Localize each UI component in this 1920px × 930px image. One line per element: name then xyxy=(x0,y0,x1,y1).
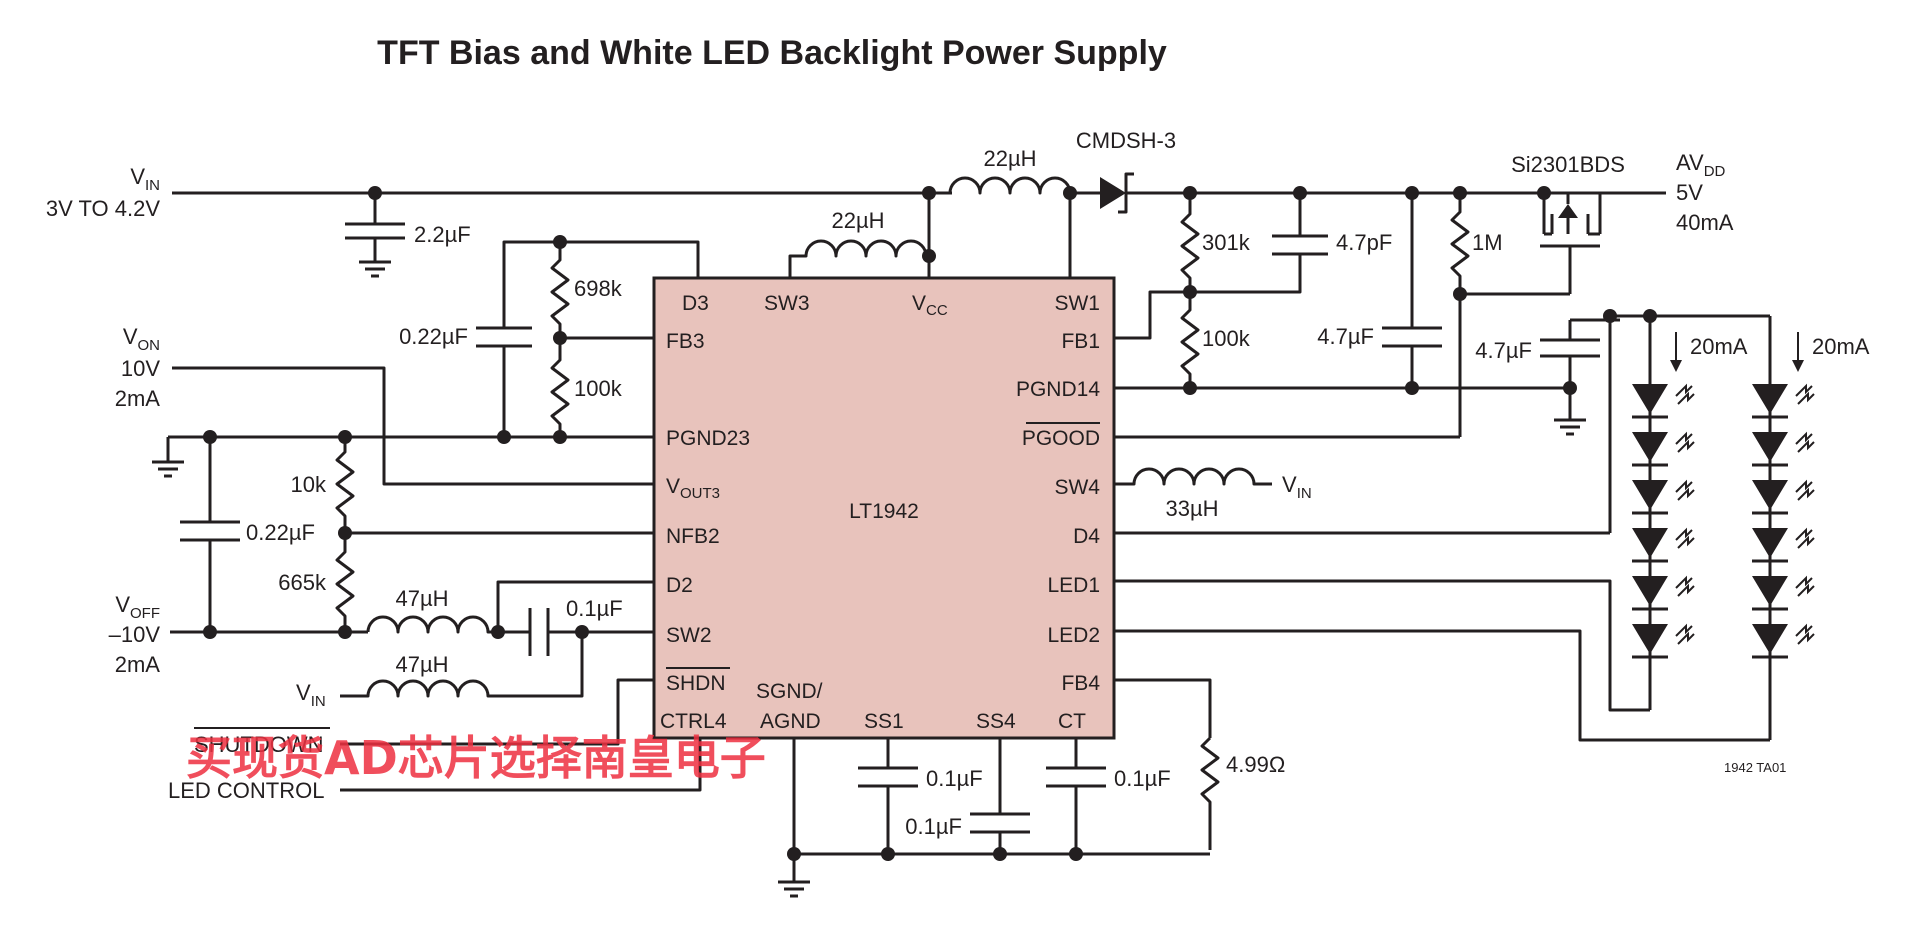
pin-fb1: FB1 xyxy=(1061,330,1100,353)
pin-ctrl4: CTRL4 xyxy=(660,710,727,733)
pin-pgnd14: PGND14 xyxy=(1016,378,1100,401)
pin-d3: D3 xyxy=(682,292,709,315)
chip-name: LT1942 xyxy=(849,500,919,523)
res-665k-label: 665k xyxy=(278,570,327,595)
von-label: VON xyxy=(123,324,160,354)
pin-pgood: PGOOD xyxy=(1022,427,1100,450)
inductor-33uh-label: 33µH xyxy=(1165,496,1218,521)
inductor-22uh-sw3-label: 22µH xyxy=(831,208,884,233)
pin-d4: D4 xyxy=(1073,525,1100,548)
cap-0-1uf-sw2-label: 0.1µF xyxy=(566,596,623,621)
cap-4-7uf-a-label: 4.7µF xyxy=(1317,324,1374,349)
pin-sw4: SW4 xyxy=(1054,476,1100,499)
pin-led2: LED2 xyxy=(1047,624,1100,647)
avdd-volt: 5V xyxy=(1676,180,1703,205)
cap-4-7pf-label: 4.7pF xyxy=(1336,230,1392,255)
led-control-label: LED CONTROL xyxy=(168,778,324,803)
pin-agnd: AGND xyxy=(760,710,821,733)
avdd-label: AVDD xyxy=(1676,150,1726,180)
cap-0-1uf-ct-label: 0.1µF xyxy=(1114,766,1171,791)
inductor-22uh-top-label: 22µH xyxy=(983,146,1036,171)
figure-id: 1942 TA01 xyxy=(1724,760,1786,775)
diode-cmdsh3-label: CMDSH-3 xyxy=(1076,128,1176,153)
cap-4-7uf-b-label: 4.7µF xyxy=(1475,338,1532,363)
cap-0-22uf-b-label: 0.22µF xyxy=(246,520,315,545)
voff-current: 2mA xyxy=(115,652,161,677)
pin-nfb2: NFB2 xyxy=(666,525,720,548)
vin-label: VIN xyxy=(130,164,160,194)
pin-vout3: VOUT3 xyxy=(666,475,720,502)
vin2-label: VIN xyxy=(296,680,326,710)
pin-sw3: SW3 xyxy=(764,292,810,315)
pin-led1: LED1 xyxy=(1047,574,1100,597)
pin-vcc: VCC xyxy=(912,292,948,319)
watermark-text: 买现货AD芯片选择南皇电子 xyxy=(186,731,766,785)
res-4-99ohm-label: 4.99Ω xyxy=(1226,752,1285,777)
von-volt: 10V xyxy=(121,356,160,381)
pin-fb3: FB3 xyxy=(666,330,705,353)
voff-label: VOFF xyxy=(115,592,160,622)
shutdown-label: SHUTDOWN xyxy=(194,732,324,757)
cap-0-1uf-ss1-label: 0.1µF xyxy=(926,766,983,791)
pin-pgnd23: PGND23 xyxy=(666,427,750,450)
pin-d2: D2 xyxy=(666,574,693,597)
pin-sgnd: SGND/ xyxy=(756,680,823,703)
pin-fb4: FB4 xyxy=(1061,672,1100,695)
led-string-1 xyxy=(1632,316,1695,710)
pin-ss4: SS4 xyxy=(976,710,1016,733)
cap-0-1uf-ss4-label: 0.1µF xyxy=(905,814,962,839)
vin-range: 3V TO 4.2V xyxy=(46,196,160,221)
res-100k-fb3-label: 100k xyxy=(574,376,623,401)
res-698k-label: 698k xyxy=(574,276,623,301)
pin-sw1: SW1 xyxy=(1054,292,1100,315)
vin4-label: VIN xyxy=(1282,472,1312,502)
schottky-diode xyxy=(1100,177,1126,209)
led1-current: 20mA xyxy=(1690,334,1748,359)
cap-0-22uf-a-label: 0.22µF xyxy=(399,324,468,349)
pin-shdn: SHDN xyxy=(666,672,726,695)
inductor-47uh-a-label: 47µH xyxy=(395,586,448,611)
von-current: 2mA xyxy=(115,386,161,411)
pin-ss1: SS1 xyxy=(864,710,904,733)
res-10k-label: 10k xyxy=(291,472,327,497)
res-1m-label: 1M xyxy=(1472,230,1503,255)
led2-current: 20mA xyxy=(1812,334,1870,359)
mosfet-si2301bds xyxy=(1540,193,1602,294)
lt1942-chip xyxy=(652,276,1116,740)
pin-sw2: SW2 xyxy=(666,624,712,647)
led-string-2 xyxy=(1752,316,1815,740)
cap-2-2uf-label: 2.2µF xyxy=(414,222,471,247)
mosfet-label: Si2301BDS xyxy=(1511,152,1625,177)
pin-ct: CT xyxy=(1058,710,1086,733)
inductor-47uh-b-label: 47µH xyxy=(395,652,448,677)
avdd-current: 40mA xyxy=(1676,210,1734,235)
res-301k-label: 301k xyxy=(1202,230,1251,255)
res-100k-fb1-label: 100k xyxy=(1202,326,1251,351)
diagram-title: TFT Bias and White LED Backlight Power S… xyxy=(377,34,1167,72)
voff-volt: –10V xyxy=(109,622,161,647)
